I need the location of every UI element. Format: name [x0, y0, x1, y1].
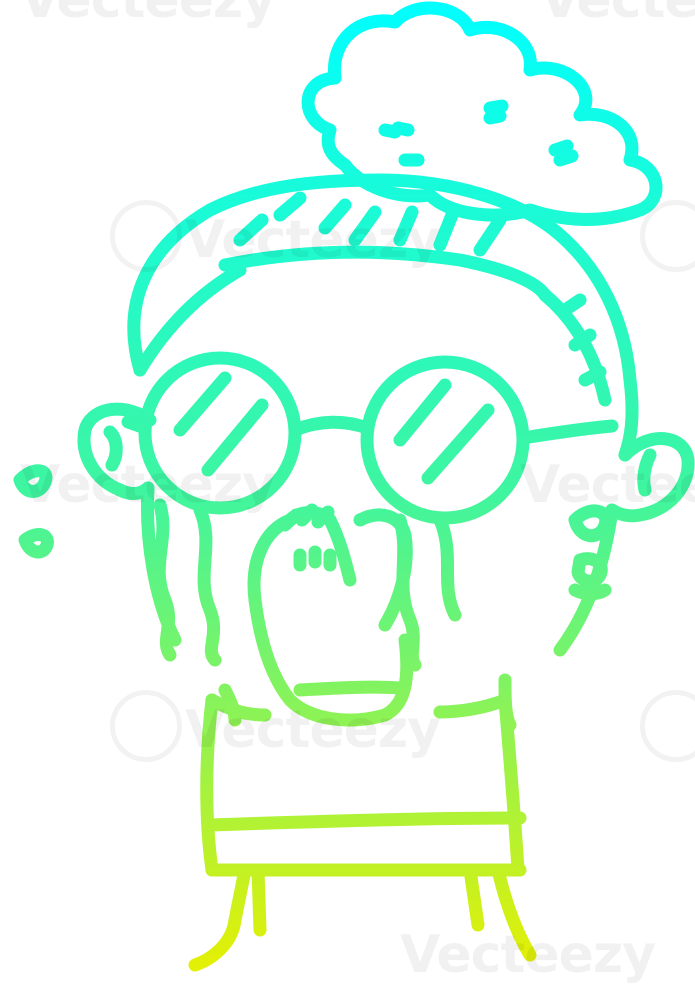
hair-strand-h [473, 213, 507, 257]
bun-strand-3 [548, 139, 579, 167]
knuckle-marks-2 [293, 545, 337, 572]
right-shoulder [433, 693, 512, 719]
leg-left-inner [251, 863, 267, 937]
leg-right [463, 863, 485, 932]
hair-side-strand-1 [558, 293, 587, 317]
left-ear-detail [103, 425, 123, 472]
side-mouth-lip [568, 583, 612, 601]
right-ear [605, 432, 695, 523]
glasses-bridge [288, 415, 374, 437]
hair-bun [301, 1, 663, 226]
hair-strand-f [393, 205, 419, 247]
tear-stream-right-2 [433, 513, 462, 622]
hair-strand-c [233, 213, 269, 247]
bun-strand-2 [483, 99, 509, 125]
hair-strand-g [433, 208, 459, 252]
nose-bridge [323, 513, 357, 587]
left-ear [77, 402, 157, 500]
lens-shine-right-2 [421, 403, 495, 485]
lens-shine-left-2 [201, 398, 269, 477]
leg-left [188, 863, 252, 972]
knuckle-marks-1 [278, 503, 335, 532]
head-hair-outline [127, 173, 639, 462]
dress-right [498, 693, 525, 877]
hair-strand-e [348, 205, 382, 247]
leg-right-outer [491, 863, 537, 962]
hair-strand-b [273, 191, 307, 222]
hair-parting-line [218, 245, 552, 302]
lens-shine-left-1 [173, 371, 232, 437]
lens-shine-right-1 [393, 378, 452, 447]
flying-tear-1 [13, 464, 53, 498]
hand-right [353, 508, 413, 632]
left-shoulder [205, 693, 272, 722]
glasses-arm-left [121, 415, 152, 435]
hair-side-strand-3 [578, 365, 607, 387]
tear-stream-left-2 [193, 503, 222, 667]
tear-stream-left [152, 498, 177, 662]
dress-waist-band [203, 811, 527, 832]
side-mouth [571, 552, 608, 588]
right-ear-detail [637, 448, 657, 497]
flying-tear-right [568, 504, 613, 543]
mouth-line [293, 680, 407, 697]
flying-tear-2 [18, 528, 54, 559]
bun-strand-1 [378, 121, 415, 139]
glasses-arm-right [516, 419, 619, 445]
hair-side-strand-2 [568, 328, 597, 352]
hair-strand-d [318, 198, 352, 235]
dress-top [200, 693, 219, 877]
hair-strand-a [133, 263, 247, 377]
